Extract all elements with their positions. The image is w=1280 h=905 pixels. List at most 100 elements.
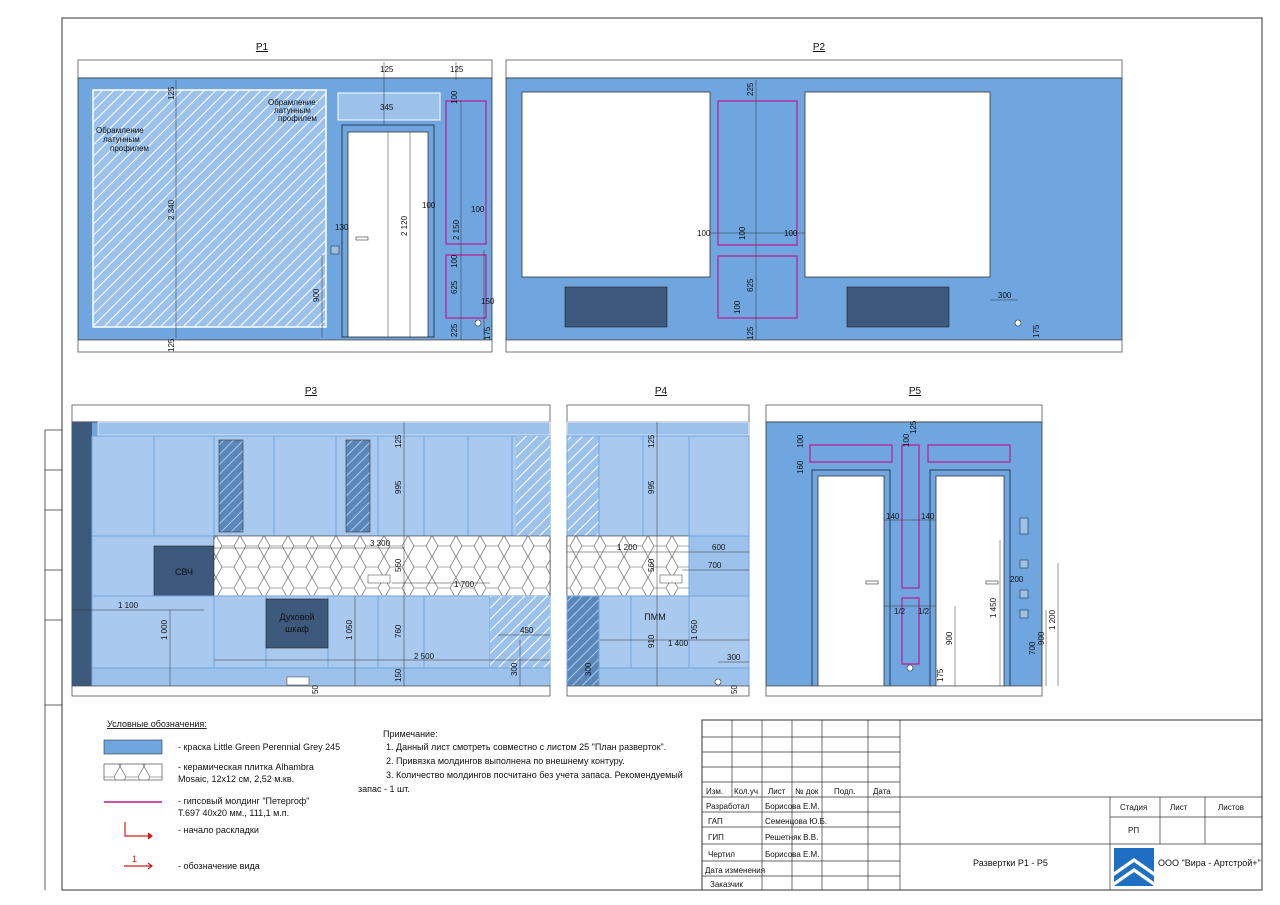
- p4-dim-11: 300: [584, 662, 593, 676]
- p2-socket-icon: [1014, 319, 1022, 327]
- p4-dim-2: 995: [647, 480, 656, 494]
- p2-dim-5: 625: [746, 278, 755, 292]
- p1-dim-6: 100: [422, 201, 436, 210]
- p4-dim-4: 600: [712, 543, 726, 552]
- legend: Условные обозначения: - краска Little Gr…: [103, 719, 340, 871]
- p2-dim-3: 100: [738, 226, 747, 240]
- p5-dim-5: 140: [886, 512, 900, 521]
- view-p1: Р1 Обрамление латунным профилем Обрамлен…: [77, 42, 495, 353]
- p5-switch-3: [1019, 609, 1029, 619]
- p4-sockets: [659, 574, 683, 584]
- p1-molding-lower: [445, 254, 487, 319]
- sheet-frame: [61, 17, 1263, 891]
- p3-dim-5: 1 700: [454, 580, 475, 589]
- p4-dim-1: 125: [647, 434, 656, 448]
- p1-dim-18: 125: [167, 338, 176, 352]
- p1-dim-9: 2 120: [400, 215, 409, 236]
- tb-company: ООО "Вира - Артстрой+": [1158, 858, 1261, 868]
- p3-dim-7: 1 000: [160, 619, 169, 640]
- tb-header-2: Лист: [768, 787, 786, 796]
- p3-upper-cabinets: [91, 435, 551, 537]
- p1-frame-note-1c: профилем: [110, 144, 149, 153]
- p4-dim-9: 1 400: [668, 639, 689, 648]
- p3-ceiling: [71, 404, 551, 423]
- p2-dim-2: 100: [697, 229, 711, 238]
- p1-door-handle: [355, 236, 369, 241]
- p4-dim-3: 1 200: [617, 543, 638, 552]
- tb-name-0: Борисова Е.М.: [765, 802, 819, 811]
- p4-dim-10: 300: [727, 653, 741, 662]
- notes-line-4: запас - 1 шт.: [358, 784, 410, 794]
- p4-backsplash: [566, 535, 690, 597]
- p2-dim-1: 225: [746, 82, 755, 96]
- tb-header-3: № док: [795, 787, 819, 796]
- legend-molding-2: Т.697 40x20 мм., 111,1 м.п.: [178, 808, 289, 818]
- legend-heading: Условные обозначения:: [107, 719, 207, 729]
- p2-radiator-right: [846, 286, 950, 328]
- p2-ceiling: [505, 59, 1123, 79]
- tb-sheet-label: Лист: [1170, 803, 1188, 812]
- p5-ceiling: [765, 404, 1043, 423]
- tb-name-1: Семенцова Ю.Б.: [765, 817, 827, 826]
- p4-lower-cabinets: [598, 595, 750, 669]
- tb-header-0: Изм.: [706, 787, 723, 796]
- p1-dim-13: 100: [450, 254, 459, 268]
- p1-dim-1: 125: [167, 86, 176, 100]
- view-p4: Р4 ПММ 125 995: [566, 386, 750, 697]
- p1-dim-5: 100: [450, 90, 459, 104]
- p5-switch-1: [1019, 559, 1029, 569]
- tb-drawing-title: Развертки Р1 - Р5: [973, 858, 1048, 868]
- p3-floor: [71, 685, 551, 697]
- p2-dim-4: 100: [784, 229, 798, 238]
- title-block: Изм. Кол.уч Лист № док Подп. Дата Разраб…: [701, 719, 1263, 891]
- p5-socket-icon: [906, 664, 914, 672]
- p5-dim-14: 1 200: [1048, 609, 1057, 630]
- view-p5: Р5 100 100 125 160 140: [765, 386, 1059, 697]
- legend-start-arrow-icon: [124, 822, 153, 840]
- p1-frame-note-right: Обрамление латунным профилем: [268, 98, 317, 123]
- p1-dim-11: 130: [335, 223, 349, 232]
- p1-molding-upper: [445, 100, 487, 245]
- p1-frame-note-left: Обрамление латунным профилем: [96, 126, 149, 153]
- p4-plinth: [598, 667, 750, 687]
- notes-heading: Примечание:: [383, 729, 438, 739]
- p3-sockets-low: [286, 676, 310, 686]
- p1-socket-icon: [474, 319, 482, 327]
- p3-dim-13: 150: [394, 668, 403, 682]
- p2-radiator-left: [564, 286, 668, 328]
- p1-frame-note-2a: Обрамление: [268, 98, 316, 107]
- p2-molding-upper: [717, 100, 798, 246]
- p4-dim-12: 50: [730, 685, 739, 694]
- legend-paint: - краска Little Green Perennial Grey 245: [178, 742, 340, 752]
- p1-frame-note-1a: Обрамление: [96, 126, 144, 135]
- tb-role-0: Разработал: [706, 802, 750, 811]
- p3-sockets: [367, 574, 391, 584]
- p3-glass-cab-2: [345, 439, 371, 533]
- notes-line-2: 2. Привязка молдингов выполнена по внешн…: [386, 756, 625, 766]
- p1-dim-3: 125: [450, 65, 464, 74]
- p2-dim-8: 175: [1032, 324, 1041, 338]
- legend-tile-swatch: [103, 763, 163, 781]
- margin-ticks: [44, 429, 62, 890]
- p5-molding-vertical-upper: [901, 444, 920, 589]
- p3-dim-9: 760: [394, 624, 403, 638]
- tb-sheets-label: Листов: [1218, 803, 1244, 812]
- p3-dim-12: 300: [510, 662, 519, 676]
- notes-line-1: 1. Данный лист смотреть совместно с лист…: [386, 742, 666, 752]
- tb-role-5: Заказчик: [710, 880, 743, 889]
- p3-dim-4: 560: [394, 558, 403, 572]
- view-title-p4: Р4: [655, 386, 668, 397]
- p3-dim-3: 3 300: [370, 539, 391, 548]
- tb-header-4: Подп.: [834, 787, 855, 796]
- p4-upper-cabinets: [598, 435, 750, 537]
- p5-door-left-handle: [865, 580, 879, 585]
- p5-dim-1: 100: [796, 434, 805, 448]
- p3-plinth: [91, 667, 551, 687]
- tb-name-2: Решетняк В.В.: [765, 833, 818, 842]
- p1-dim-15: 150: [481, 297, 495, 306]
- tb-role-3: Чертил: [708, 850, 735, 859]
- p1-dim-4: 345: [380, 103, 394, 112]
- tb-name-3: Борисова Е.М.: [765, 850, 819, 859]
- p3-dim-1: 125: [394, 434, 403, 448]
